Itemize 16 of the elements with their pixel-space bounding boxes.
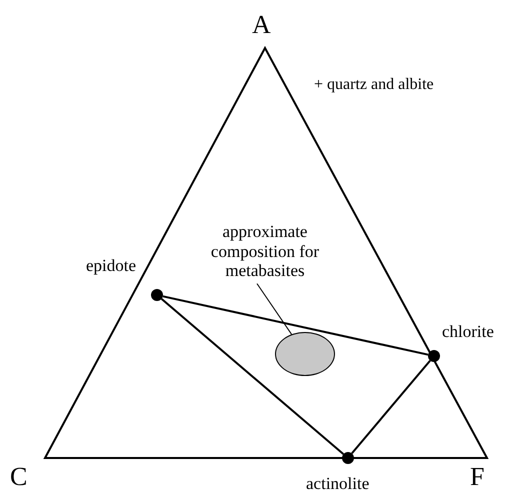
mineral-point bbox=[342, 452, 354, 464]
mineral-label: chlorite bbox=[442, 322, 494, 342]
mineral-point bbox=[428, 350, 440, 362]
composition-note: approximate composition for metabasites bbox=[210, 222, 320, 281]
tie-line bbox=[351, 360, 431, 454]
mineral-label: actinolite bbox=[306, 474, 370, 494]
vertex-label: F bbox=[470, 462, 484, 492]
assemblage-note: + quartz and albite bbox=[314, 76, 434, 94]
leader-line bbox=[256, 283, 292, 335]
composition-field bbox=[275, 332, 335, 376]
vertex-label: A bbox=[252, 10, 271, 40]
mineral-label: epidote bbox=[86, 256, 136, 276]
mineral-point bbox=[151, 289, 163, 301]
tie-line bbox=[160, 298, 344, 455]
vertex-label: C bbox=[10, 462, 28, 492]
tie-line bbox=[162, 295, 428, 356]
